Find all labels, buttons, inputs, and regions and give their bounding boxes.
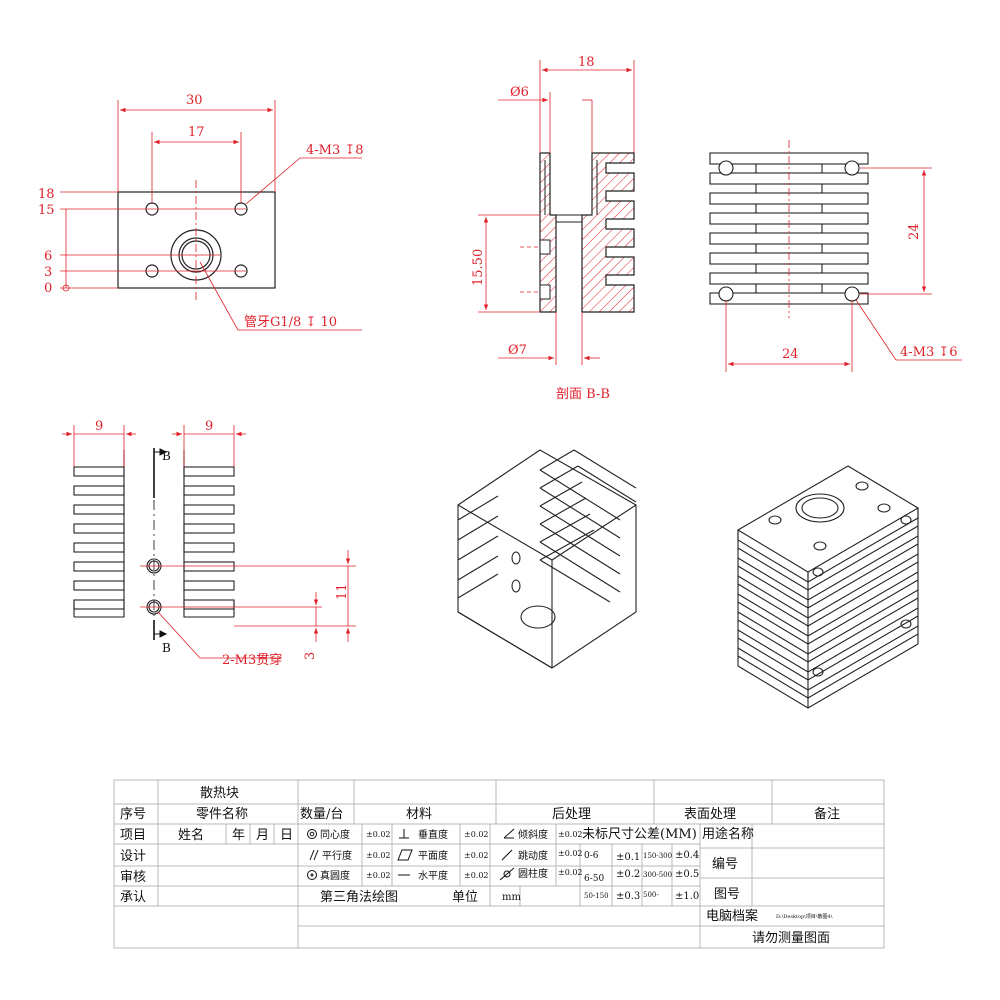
unit-value: mm [502, 892, 521, 903]
tol-inclination: 倾斜度 [518, 828, 548, 841]
tol-value: ±0.02 [558, 868, 583, 877]
row-month: 月 [256, 828, 269, 843]
row-approve: 承认 [120, 890, 146, 905]
tol-value: ±0.02 [464, 830, 489, 839]
dim-bore-top: Ø6 [510, 85, 529, 100]
isometric-view-right [736, 465, 920, 709]
tol-concentricity: 同心度 [320, 828, 350, 841]
side-view: 24 24 4-M3 ↧6 [709, 140, 962, 372]
tick-label: 18 [38, 187, 55, 202]
dim-width-30: 30 [186, 93, 203, 108]
dim-bore-bottom: Ø7 [508, 343, 527, 358]
no-measure-note: 请勿测量图面 [752, 931, 830, 946]
gtol-value: ±0.3 [616, 891, 640, 902]
projection-method: 第三角法绘图 [320, 890, 398, 905]
title-block [113, 779, 885, 949]
tol-cylindricity: 圆柱度 [518, 867, 548, 880]
tick-label: 6 [44, 249, 52, 264]
dim-hole-spacing-17: 17 [188, 125, 205, 140]
tol-value: ±0.02 [366, 830, 391, 839]
section-view: 18 Ø6 Ø7 15.50 剖面 B-B [471, 55, 635, 402]
general-tol-title: 未标尺寸公差(MM) [582, 827, 697, 842]
tol-flatness: 平面度 [418, 849, 448, 862]
tol-runout: 跳动度 [518, 849, 548, 862]
row-review: 审核 [120, 870, 146, 885]
dim-side-width-24: 24 [782, 347, 799, 362]
tol-horizontality: 水平度 [418, 869, 448, 882]
section-mark-bottom: B [162, 641, 171, 655]
dim-3: 3 [303, 652, 318, 660]
dim-11: 11 [335, 583, 350, 600]
gtol-value: ±0.1 [616, 852, 640, 863]
gtol-range: 50-150 [584, 892, 609, 900]
tol-perpendicularity: 垂直度 [418, 828, 448, 841]
gtol-value: ±0.4 [675, 850, 699, 861]
header-remark: 备注 [814, 806, 840, 822]
tick-label: 0 [44, 281, 52, 296]
number-label: 编号 [712, 857, 738, 872]
unit-label: 单位 [452, 890, 478, 905]
section-mark-top: B [162, 449, 171, 463]
gtol-range: 500- [643, 891, 659, 899]
header-part-name: 零件名称 [196, 806, 248, 822]
callout-holes-m3: 4-M3 ↧8 [306, 143, 364, 158]
tick-label: 15 [38, 203, 55, 218]
archive-path: D:\Desktop\项目\散图4\ [776, 913, 833, 920]
callout-pipe-thread: 管牙G1/8 ↧ 10 [244, 315, 337, 330]
tol-value: ±0.02 [366, 851, 391, 860]
tol-value: ±0.02 [558, 830, 583, 839]
tol-value: ±0.02 [464, 871, 489, 880]
row-item: 项目 [120, 828, 146, 843]
callout-side-m3: 4-M3 ↧6 [900, 345, 958, 360]
part-title: 散热块 [200, 786, 239, 801]
dim-right-fin-9: 9 [205, 419, 213, 434]
header-post: 后处理 [552, 807, 591, 822]
top-view-labels: 30 17 18 15 6 3 0 4-M3 ↧8 管牙G1/8 ↧ 10 [38, 93, 364, 330]
tol-roundness: 真圆度 [320, 869, 350, 882]
gtol-value: ±0.5 [675, 869, 699, 880]
row-name: 姓名 [178, 827, 204, 843]
header-seq: 序号 [120, 807, 146, 822]
dim-side-height-24: 24 [907, 223, 922, 240]
row-day: 日 [280, 828, 293, 843]
drawing-label: 图号 [714, 887, 740, 902]
top-view [60, 100, 362, 331]
isometric-view-left [457, 449, 637, 669]
title-block-text: 散热块 序号 零件名称 数量/台 材料 后处理 表面处理 备注 项目 姓名 年 … [120, 786, 840, 946]
gtol-value: ±0.2 [616, 869, 640, 880]
gtol-value: ±1.0 [675, 891, 699, 902]
tol-value: ±0.02 [366, 871, 391, 880]
row-design: 设计 [120, 849, 146, 864]
front-view: 9 9 11 3 B B 2-M3贯穿 [62, 419, 356, 668]
section-caption: 剖面 B-B [556, 387, 610, 402]
dim-height-15-50: 15.50 [471, 249, 486, 286]
row-year: 年 [232, 828, 245, 843]
gtol-range: 300-500 [643, 871, 672, 879]
dim-left-fin-9: 9 [95, 419, 103, 434]
tick-label: 3 [44, 265, 52, 280]
header-qty: 数量/台 [300, 807, 343, 822]
archive-label: 电脑档案 [706, 909, 758, 924]
tol-value: ±0.02 [558, 849, 583, 858]
tol-value: ±0.02 [464, 851, 489, 860]
gtol-range: 150-300 [643, 852, 672, 860]
gtol-range: 6-50 [584, 874, 604, 884]
callout-through-holes: 2-M3贯穿 [222, 652, 282, 668]
dim-section-width-18: 18 [578, 55, 595, 70]
header-surface: 表面处理 [684, 807, 736, 822]
header-material: 材料 [406, 807, 432, 822]
tol-parallelism: 平行度 [322, 849, 352, 862]
gtol-range: 0-6 [584, 851, 599, 861]
purpose-label: 用途名称 [702, 826, 754, 842]
